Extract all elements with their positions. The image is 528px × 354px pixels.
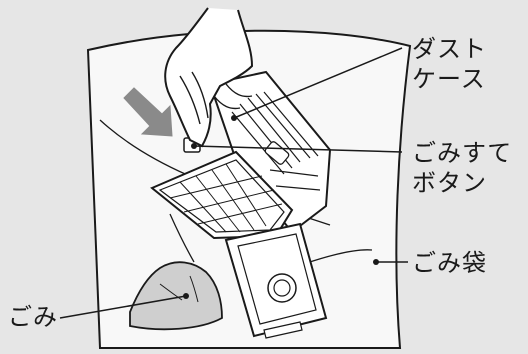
label-garbage-bag: ごみ袋 [412,249,487,277]
leader-line-dust [59,295,187,319]
label-dump-button-line1: ごみすて [412,139,513,167]
label-dump-button-line2: ボタン [412,169,487,197]
dust-case-filter [150,137,294,240]
dust-clump [129,261,223,331]
lid-flap [224,222,328,339]
label-dust-case: ダスト ケース [412,34,487,94]
label-dump-button: ごみすて ボタン [412,138,512,198]
leader-line-dust-case [233,47,403,119]
leader-line-dump-button [193,145,403,153]
label-dust-case-line2: ケース [412,65,486,93]
label-dust: ごみ [8,303,58,331]
arrow-down-icon [123,87,173,137]
label-dust-case-line1: ダスト [412,35,487,63]
